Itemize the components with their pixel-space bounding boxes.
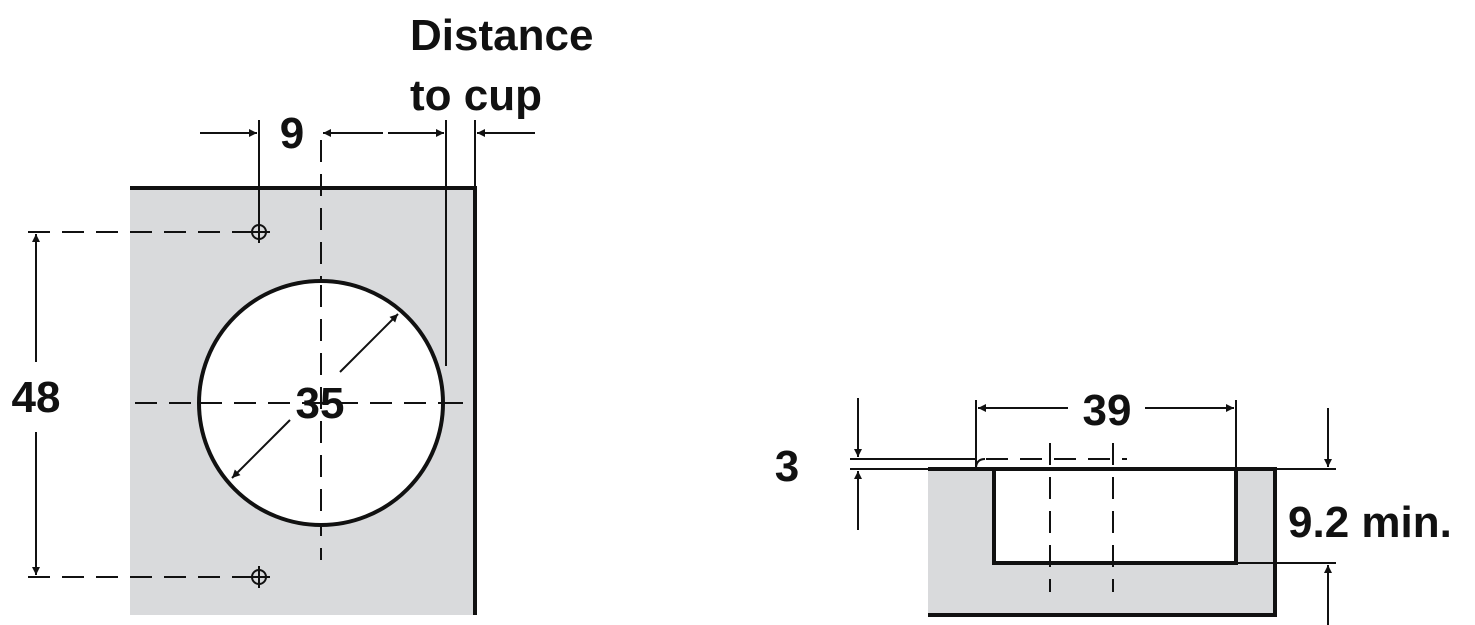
depth-label: 9.2 min. [1288, 498, 1452, 547]
cup-recess [992, 467, 1238, 565]
width-label: 39 [1083, 386, 1132, 435]
front-view: Distance to cup 9 48 35 [12, 11, 593, 615]
lip-label: 3 [775, 442, 799, 491]
screw-hole-top [248, 120, 270, 243]
screw-hole-bottom [248, 566, 270, 588]
distance-label-line2: to cup [410, 71, 542, 120]
section-view: 39 3 9.2 min. [775, 386, 1452, 625]
height-label: 48 [12, 373, 61, 422]
diameter-label: 35 [296, 379, 345, 428]
offset-label: 9 [280, 109, 304, 158]
distance-label-line1: Distance [410, 11, 593, 60]
